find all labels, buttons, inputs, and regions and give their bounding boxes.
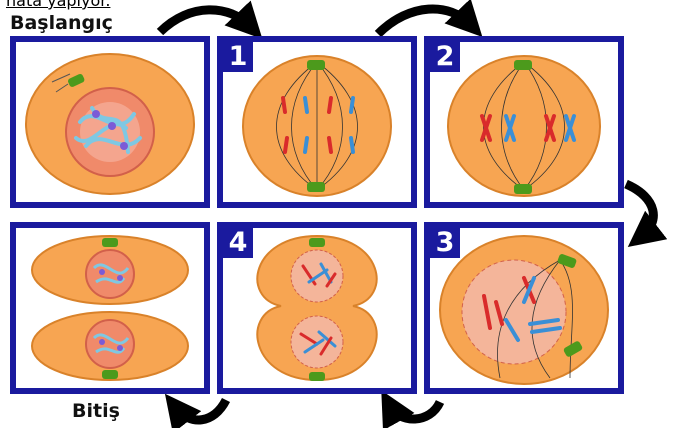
arrow-1-to-2 — [378, 9, 470, 34]
interphase-cell-illustration — [16, 42, 204, 202]
panel-stage-1: 1 — [217, 36, 417, 208]
panel-stage-3: 3 — [424, 222, 624, 394]
stage-number-2: 2 — [430, 42, 460, 72]
stage-number-4: 4 — [223, 228, 253, 258]
panel-stage-2: 2 — [424, 36, 624, 208]
end-cells-illustration — [16, 228, 204, 388]
stage-number-1: 1 — [223, 42, 253, 72]
arrow-start-to-1 — [160, 10, 250, 32]
panel-start — [10, 36, 210, 208]
panel-end — [10, 222, 210, 394]
arrow-4-to-end — [176, 400, 226, 420]
arrow-3-to-4 — [390, 402, 440, 419]
panel-stage-4: 4 — [217, 222, 417, 394]
arrow-2-to-3 — [626, 184, 653, 236]
stage-number-3: 3 — [430, 228, 460, 258]
